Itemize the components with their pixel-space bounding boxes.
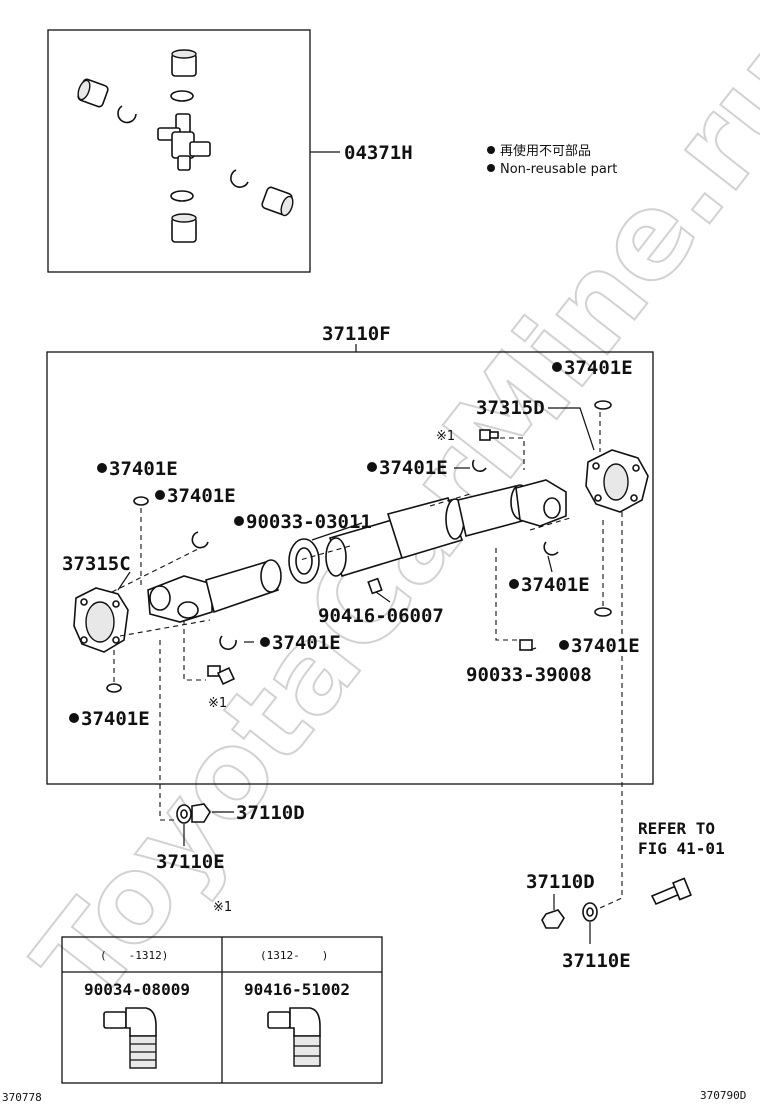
snap-ring-part-4[interactable] <box>106 683 122 693</box>
note-ja: 再使用不可部品 <box>500 143 591 159</box>
center-washer[interactable] <box>288 538 320 584</box>
callout-snap-ring-4[interactable]: 37401E <box>379 457 448 479</box>
callout-snap-ring-5[interactable]: 37401E <box>521 574 590 596</box>
callout-snap-ring-2[interactable]: 37401E <box>109 458 178 480</box>
callout-snap-ring-6[interactable]: 37401E <box>571 635 640 657</box>
table-col1-part[interactable]: 90034-08009 <box>84 980 190 999</box>
leader-lines <box>117 407 595 651</box>
bearing-cup-right[interactable] <box>261 186 295 217</box>
callout-bullet-7 <box>260 637 270 647</box>
note-en: Non-reusable part <box>500 162 617 177</box>
table-col2-header: (1312- ) <box>260 949 328 962</box>
note-bullet-ja <box>487 146 495 154</box>
callout-bullet-1 <box>552 362 562 372</box>
refer-line-1[interactable]: REFER TO <box>638 819 715 838</box>
snap-ring-right[interactable] <box>230 169 249 188</box>
spider-kit-drawing <box>76 49 295 243</box>
callout-washer-right[interactable]: 37110E <box>562 950 631 972</box>
grease-fitting-rear-top[interactable] <box>479 429 499 441</box>
ref-mark-rear: ※1 <box>436 429 455 444</box>
callout-bullet-4 <box>367 462 377 472</box>
callout-snap-ring-3[interactable]: 37401E <box>167 485 236 507</box>
center-tube[interactable] <box>325 497 465 577</box>
callout-nut-left[interactable]: 37110D <box>236 802 305 824</box>
table-col1-header: ( -1312) <box>100 949 168 962</box>
callout-fitting-rear[interactable]: 90033-39008 <box>466 664 592 686</box>
bearing-cup-left[interactable] <box>76 78 109 108</box>
rear-flange[interactable] <box>585 449 649 513</box>
front-flange[interactable] <box>73 587 129 653</box>
snap-ring-left[interactable] <box>117 105 137 124</box>
fitting-variant-1[interactable] <box>103 1007 157 1069</box>
snap-ring-part-6[interactable] <box>543 541 559 556</box>
ref-mark-front: ※1 <box>208 696 227 711</box>
callout-flange-front[interactable]: 37315C <box>62 553 131 575</box>
callout-bullet-5 <box>509 579 519 589</box>
snap-ring-part-5[interactable] <box>471 459 487 472</box>
snap-ring-part-2[interactable] <box>191 531 209 549</box>
footer-right-code: 370790D <box>700 1089 746 1102</box>
snap-ring-part-1[interactable] <box>133 496 149 506</box>
callout-snap-ring-8[interactable]: 37401E <box>81 708 150 730</box>
footer-left-code: 370778 <box>2 1091 42 1104</box>
grease-fitting-front[interactable] <box>207 665 236 686</box>
kit-part-number[interactable]: 04371H <box>344 142 413 164</box>
spider-cross[interactable] <box>157 113 211 171</box>
callout-flange-rear[interactable]: 37315D <box>476 397 545 419</box>
bearing-cup-top[interactable] <box>171 49 197 77</box>
nut-right[interactable] <box>541 909 565 929</box>
nut-washer-left[interactable] <box>176 803 211 824</box>
callout-washer-center[interactable]: 90033-03011 <box>246 511 372 533</box>
table-col2-part[interactable]: 90416-51002 <box>244 980 350 999</box>
snap-ring-top[interactable] <box>170 90 194 102</box>
bearing-cup-bottom[interactable] <box>171 213 197 243</box>
front-shaft-tube[interactable] <box>205 559 282 614</box>
callout-snap-ring-1[interactable]: 37401E <box>564 357 633 379</box>
bolt-right[interactable] <box>650 877 692 906</box>
variant-table <box>61 936 383 1084</box>
rear-yoke[interactable] <box>515 479 567 527</box>
snap-ring-part-7[interactable] <box>594 400 612 410</box>
refer-line-2[interactable]: FIG 41-01 <box>638 839 725 858</box>
grease-fitting-center[interactable] <box>367 577 383 595</box>
assembly-part-number[interactable]: 37110F <box>322 323 391 345</box>
washer-right[interactable] <box>582 902 598 922</box>
propeller-shaft-drawing <box>73 400 649 693</box>
callout-bullet-6 <box>559 640 569 650</box>
callout-bullet-2 <box>97 463 107 473</box>
snap-ring-bottom[interactable] <box>170 190 194 202</box>
snap-ring-part-3[interactable] <box>219 635 237 650</box>
front-yoke[interactable] <box>147 575 213 623</box>
callout-snap-ring-7[interactable]: 37401E <box>272 632 341 654</box>
snap-ring-part-8[interactable] <box>594 607 612 617</box>
callout-bullet-8 <box>69 713 79 723</box>
fitting-variant-2[interactable] <box>267 1007 321 1067</box>
grease-fitting-rear-bottom[interactable] <box>519 639 533 651</box>
ref-mark-table: ※1 <box>213 900 232 915</box>
dashed-guides <box>111 412 623 909</box>
callout-washer-left[interactable]: 37110E <box>156 851 225 873</box>
callout-bullet-washer <box>234 516 244 526</box>
note-bullet-en <box>487 164 495 172</box>
callout-nut-right[interactable]: 37110D <box>526 871 595 893</box>
kit-box <box>47 29 311 273</box>
assembly-box <box>46 351 654 785</box>
callout-fitting-center[interactable]: 90416-06007 <box>318 605 444 627</box>
callout-bullet-3 <box>155 490 165 500</box>
